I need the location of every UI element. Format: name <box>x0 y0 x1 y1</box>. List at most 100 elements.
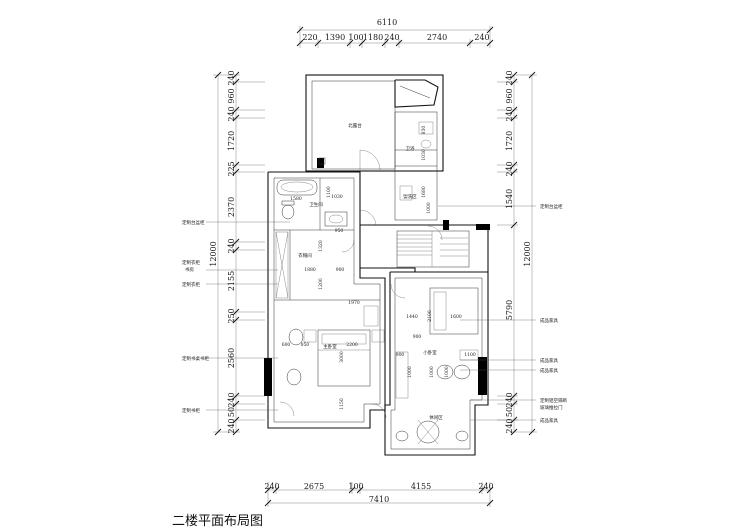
inner-dim: 1680 <box>421 186 427 198</box>
callout-right: 定制台盆柜 <box>540 203 563 210</box>
bottom-dimension-chain: 240 2675 100 4155 240 7410 <box>264 482 494 507</box>
room-label-study: 书房 <box>185 266 194 273</box>
inner-dim: 900 <box>336 267 345 273</box>
left-dim-seg: 225 <box>227 161 236 176</box>
inner-dim: 950 <box>335 228 344 234</box>
inner-dim: 600 <box>282 342 291 348</box>
inner-dim: 1150 <box>339 398 345 410</box>
inner-dim: 1000 <box>429 366 435 378</box>
left-dim-seg: 240 <box>227 418 236 433</box>
right-dim-seg: 50 <box>505 407 514 417</box>
right-dim-seg: 240 <box>505 70 514 85</box>
right-total-dim: 12000 <box>523 241 532 266</box>
left-dim-seg: 250 <box>227 308 236 323</box>
inner-dim: 1000 <box>426 202 432 214</box>
left-total-dim: 12000 <box>209 241 218 266</box>
left-dim-seg: 2155 <box>227 271 236 291</box>
inner-dim: 1000 <box>407 366 413 378</box>
room-label-leisure-area: 休闲区 <box>429 414 443 421</box>
callout-right: 定制铝空隔断 <box>540 397 567 404</box>
right-dim-seg: 1540 <box>505 189 514 209</box>
right-dim-seg: 240 <box>505 161 514 176</box>
left-dim-seg: 240 <box>227 106 236 121</box>
top-dim-seg: 1180 <box>363 33 383 42</box>
inner-dim: 1440 <box>406 314 418 320</box>
inner-dim: 830 <box>421 126 427 135</box>
left-dim-seg: 240 <box>227 70 236 85</box>
right-dim-seg: 1720 <box>505 131 514 151</box>
room-label-walk-in-closet: 衣帽间 <box>298 252 312 259</box>
left-dimension-chain: 12000 240 960 240 1720 225 2370 240 2155… <box>209 70 265 436</box>
inner-dim: 1970 <box>348 300 360 306</box>
callout-left: 定制书桌书柜 <box>182 355 209 362</box>
left-dim-seg: 2370 <box>227 197 236 217</box>
inner-dim: 1030 <box>421 149 427 161</box>
left-dim-seg: 50 <box>227 407 236 417</box>
bottom-dim-seg: 2675 <box>304 482 324 491</box>
left-dim-seg: 240 <box>227 238 236 253</box>
right-dimension-chain: 12000 240 960 240 1720 240 1540 5790 240… <box>497 70 537 436</box>
bottom-dim-seg: 240 <box>264 482 279 491</box>
room-label-master-bedroom: 主卧室 <box>323 343 337 350</box>
right-dim-seg: 240 <box>505 106 514 121</box>
inner-dim: 1000 <box>444 366 450 378</box>
inner-dim: 1100 <box>464 352 476 358</box>
callout-left: 定制书柜 <box>182 407 200 414</box>
right-dim-seg: 960 <box>505 88 514 103</box>
stair-treads <box>397 231 468 267</box>
inner-dim: 850 <box>301 342 310 348</box>
bottom-dim-seg: 240 <box>478 482 493 491</box>
inner-dim: 900 <box>396 352 405 358</box>
room-label-kids-room: 小卧室 <box>423 349 437 356</box>
wall-columns <box>264 158 490 396</box>
bottom-dim-seg: 4155 <box>411 482 431 491</box>
right-dim-seg: 240 <box>505 418 514 433</box>
callout-left: 定制衣柜 <box>182 281 200 288</box>
top-total-dim: 6110 <box>377 18 397 27</box>
inner-dim: 1200 <box>318 278 324 290</box>
inner-dim: 1030 <box>331 194 343 200</box>
room-label-master-bath: 卫生间 <box>309 201 323 208</box>
right-dim-seg: 5790 <box>505 300 514 320</box>
callout-right: 成品家具 <box>540 367 558 374</box>
inner-dim: 2200 <box>346 342 358 348</box>
callout-right: 玻璃推拉门 <box>540 404 563 411</box>
bottom-total-dim: 7410 <box>369 495 389 504</box>
left-dim-seg: 1720 <box>227 131 236 151</box>
inner-dim: 1600 <box>450 314 462 320</box>
callout-leaders <box>206 205 536 421</box>
walls <box>267 74 489 456</box>
callout-labels: 定制台盆柜 定制衣柜 定制衣柜 定制书桌书柜 定制书柜 定制台盆柜 成品家具 成… <box>182 203 567 424</box>
room-labels: 北露台 卫浴 盥洗区 卫生间 衣帽间 主卧室 小卧室 休闲区 书房 <box>185 122 443 421</box>
inner-dim: 1880 <box>304 267 316 273</box>
top-dimension-chain: 6110 220 1390 100 1180 240 2740 240 <box>296 18 494 48</box>
top-dim-seg: 220 <box>302 33 317 42</box>
inner-dimensions: 1580 1100 1030 950 1320 1880 1200 900 19… <box>282 126 476 410</box>
furniture-fixtures <box>275 121 479 445</box>
top-dim-seg: 100 <box>348 33 363 42</box>
top-dim-seg: 2740 <box>427 33 447 42</box>
inner-dim: 1580 <box>290 196 302 202</box>
bottom-dim-seg: 100 <box>348 482 363 491</box>
room-label-bathroom: 卫浴 <box>406 145 415 152</box>
inner-dim: 900 <box>413 334 422 340</box>
inner-dim: 2100 <box>427 310 433 322</box>
top-dim-seg: 240 <box>474 33 489 42</box>
callout-left: 定制台盆柜 <box>182 219 205 226</box>
top-dim-seg: 1390 <box>325 33 345 42</box>
callout-left: 定制衣柜 <box>182 259 200 266</box>
inner-dim: 1320 <box>318 240 324 252</box>
room-label-north-terrace: 北露台 <box>348 122 362 129</box>
callout-right: 成品家具 <box>540 317 558 324</box>
inner-dim: 3000 <box>339 351 345 363</box>
inner-dim: 1100 <box>326 186 332 198</box>
left-dim-seg: 240 <box>227 392 236 407</box>
drawing-title: 二楼平面布局图 <box>172 514 264 529</box>
callout-right: 成品家具 <box>540 417 558 424</box>
top-dim-seg: 240 <box>384 33 399 42</box>
room-label-washroom: 盥洗区 <box>403 193 417 200</box>
door-swings <box>279 149 443 419</box>
callout-right: 成品家具 <box>540 357 558 364</box>
left-dim-seg: 960 <box>227 88 236 103</box>
